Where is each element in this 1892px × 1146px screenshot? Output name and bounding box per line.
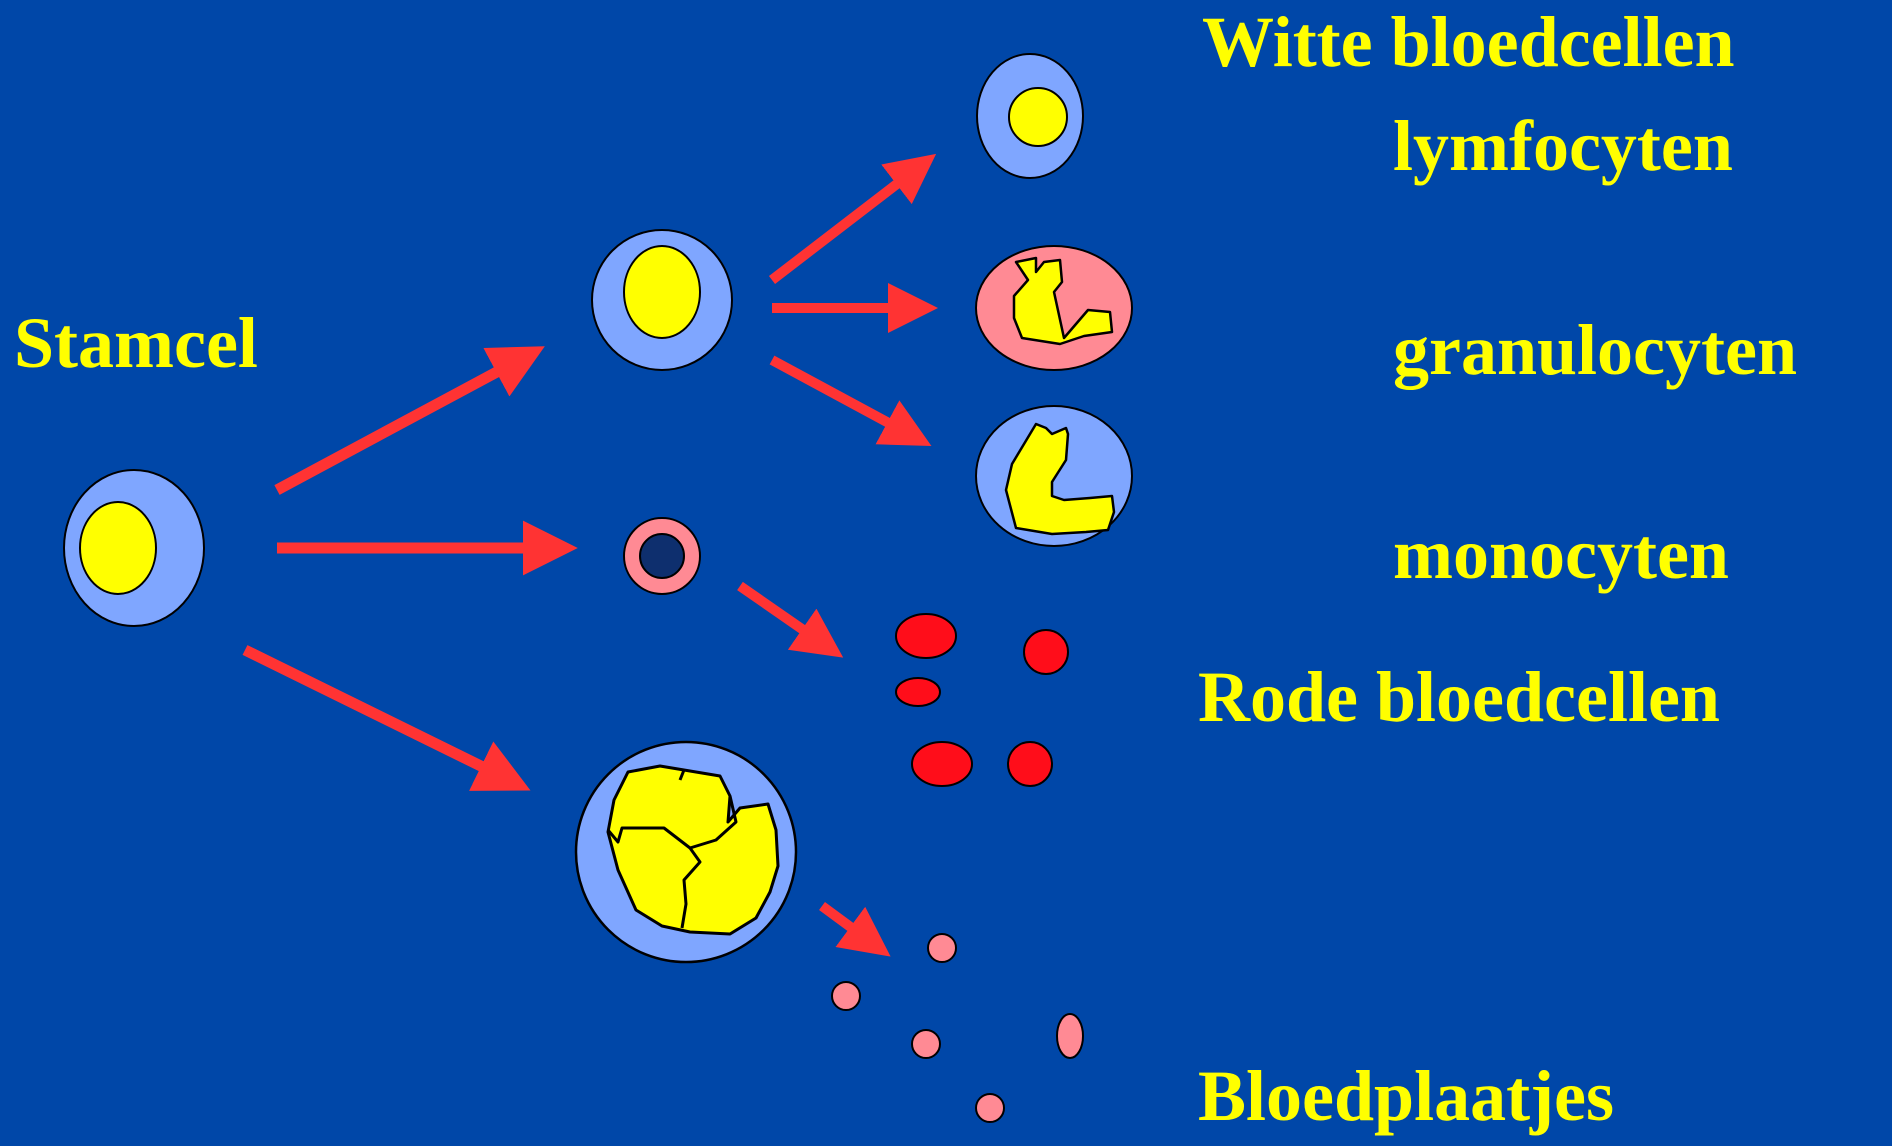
arrow-to-bloedplaatjes xyxy=(822,906,860,934)
label-lymfocyten: lymfocyten xyxy=(1393,110,1733,182)
megakaryocyt-cell xyxy=(576,742,796,962)
arrow-to-monocyt xyxy=(772,360,898,428)
rode-bloedcel xyxy=(1024,630,1068,674)
label-rode-bloedcellen: Rode bloedcellen xyxy=(1198,661,1720,733)
label-witte-bloedcellen: Witte bloedcellen xyxy=(1202,6,1735,78)
erythroblast-cell xyxy=(624,518,700,594)
bloedplaatje xyxy=(976,1094,1004,1122)
rode-bloedcel xyxy=(896,678,940,706)
arrow-stem-to-myeloid xyxy=(277,366,508,490)
label-stamcel: Stamcel xyxy=(14,307,258,379)
bloedplaatje xyxy=(1057,1014,1083,1058)
rode-bloedcel xyxy=(912,742,972,786)
monocyt-cell xyxy=(976,406,1132,546)
rode-bloedcel xyxy=(896,614,956,658)
granulocyt-cell xyxy=(976,246,1132,370)
stem-cell xyxy=(64,470,204,626)
bloedplaatje xyxy=(928,934,956,962)
arrow-to-lymfocyt xyxy=(772,177,906,280)
label-granulocyten: granulocyten xyxy=(1393,314,1797,386)
bloedplaatje xyxy=(832,982,860,1010)
bloedplaatje xyxy=(912,1030,940,1058)
arrow-stem-to-megakaryocyte xyxy=(245,650,493,772)
rode-bloedcel xyxy=(1008,742,1052,786)
arrow-to-rode-bloedcellen xyxy=(740,586,812,636)
lymfocyt-cell xyxy=(977,54,1083,178)
label-bloedplaatjes: Bloedplaatjes xyxy=(1198,1060,1614,1132)
myeloid-progenitor-cell xyxy=(592,230,732,370)
label-monocyten: monocyten xyxy=(1393,518,1729,590)
